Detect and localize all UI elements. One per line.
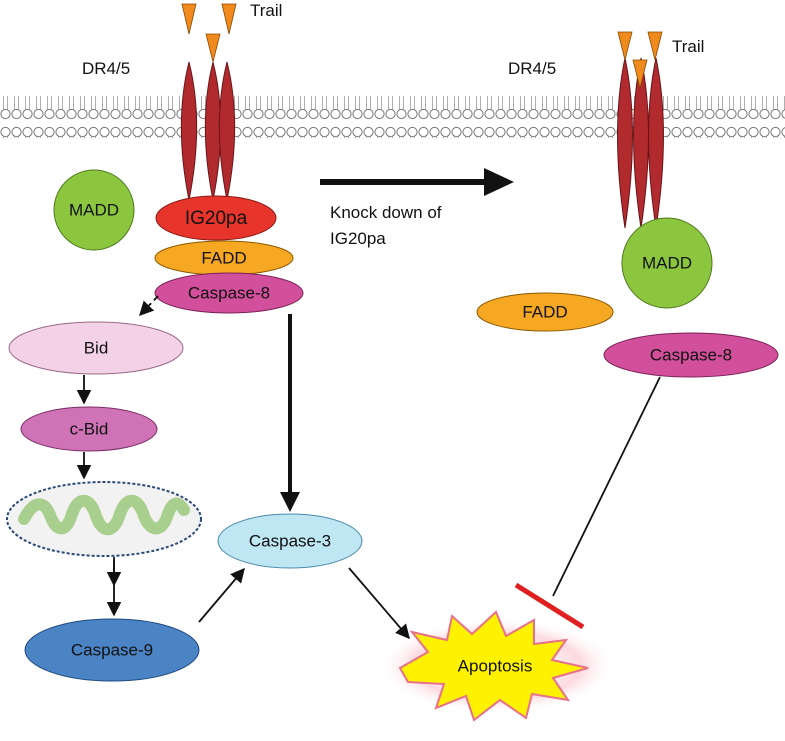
madd-node-right — [621, 217, 713, 309]
ig20pa-label: IG20pa — [185, 208, 248, 229]
caspase8-node-left — [154, 272, 304, 314]
cell-membrane — [0, 96, 785, 138]
mitochondrion — [6, 481, 202, 557]
fadd-node-right — [476, 292, 614, 332]
caspase3-node — [217, 513, 363, 569]
cbid-label: c-Bid — [70, 419, 109, 438]
left-receptor-complex — [180, 3, 237, 201]
madd-label-left: MADD — [69, 200, 119, 219]
inhibition-bar — [514, 582, 585, 630]
knockdown-arrow — [320, 168, 514, 196]
right-receptor-complex — [616, 31, 665, 229]
caspase8-node-right — [603, 332, 779, 378]
trail-label-right: Trail — [672, 37, 704, 56]
trail-ligand — [181, 3, 197, 35]
trail-ligand — [632, 59, 648, 89]
apoptosis-label: Apoptosis — [458, 656, 533, 675]
knockdown-label-line2: IG20pa — [330, 229, 386, 248]
receptor-chain — [647, 57, 665, 229]
trail-label-left: Trail — [250, 1, 282, 20]
arrow-caspase3-to-apoptosis — [348, 567, 410, 640]
caspase8-label-left: Caspase-8 — [188, 283, 270, 302]
caspase9-node — [24, 618, 200, 682]
arrow-caspase8-to-bid — [139, 295, 159, 317]
receptor-chain — [616, 57, 634, 229]
receptor-chain — [218, 61, 236, 201]
caspase8-label-right: Caspase-8 — [650, 345, 732, 364]
caspase9-label: Caspase-9 — [71, 640, 153, 659]
trail-ligand — [221, 3, 237, 35]
arrow-caspase9-to-caspase3 — [198, 567, 245, 623]
receptor-label-left: DR4/5 — [82, 59, 130, 78]
madd-label-right: MADD — [642, 253, 692, 272]
fadd-label-left: FADD — [201, 248, 246, 267]
bid-label: Bid — [84, 338, 109, 357]
trail-ligand — [205, 33, 221, 63]
trail-ligand — [617, 31, 633, 61]
knockdown-label-line1: Knock down of — [330, 203, 442, 222]
receptor-label-right: DR4/5 — [508, 59, 556, 78]
inhibition-line — [552, 376, 661, 597]
receptor-chain — [180, 61, 198, 201]
bid-node — [8, 321, 184, 375]
madd-node-left — [53, 169, 135, 251]
ig20pa-node — [155, 195, 277, 241]
fadd-label-right: FADD — [522, 302, 567, 321]
apoptosis-burst — [377, 610, 617, 722]
caspase3-label: Caspase-3 — [249, 531, 331, 550]
trail-ligand — [647, 31, 663, 61]
cbid-node — [20, 406, 158, 452]
receptor-chain — [204, 61, 222, 201]
